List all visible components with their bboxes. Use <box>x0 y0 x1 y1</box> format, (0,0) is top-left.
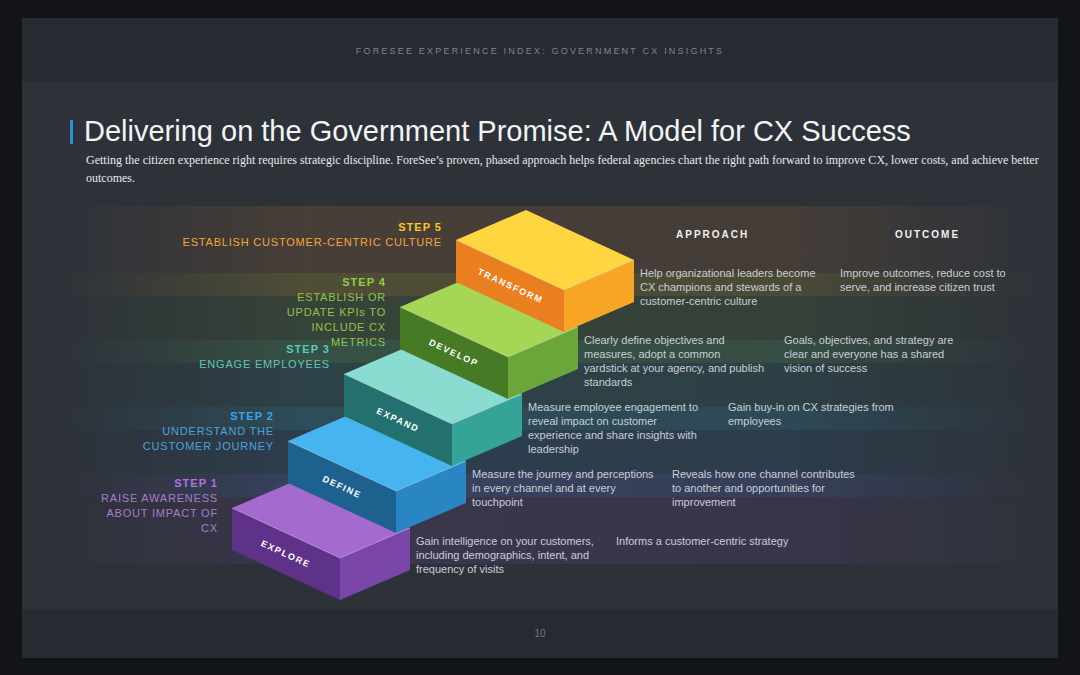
step-number: STEP 2 <box>142 409 274 424</box>
approach-group: Clearly define objectives and measures, … <box>584 333 766 389</box>
page-caption: Getting the citizen experience right req… <box>86 151 1041 187</box>
step-number: STEP 5 <box>172 220 442 235</box>
step-number: STEP 3 <box>160 342 330 357</box>
outcome-head-group: OUTCOME <box>895 229 960 240</box>
step-label-group: STEP 1RAISE AWARENESS ABOUT IMPACT OF CX <box>88 476 218 536</box>
outcome-group: Informs a customer-centric strategy <box>616 534 804 548</box>
step-label-group: STEP 4ESTABLISH OR UPDATE KPIs TO INCLUD… <box>258 275 386 350</box>
approach-text: Measure employee engagement to reveal im… <box>528 400 710 456</box>
outcome-group: Gain buy-in on CX strategies from employ… <box>728 400 916 428</box>
approach-text: Clearly define objectives and measures, … <box>584 333 766 389</box>
outcome-text: Goals, objectives, and strategy are clea… <box>784 333 972 375</box>
block-edge-highlight <box>456 240 634 290</box>
step-label-group: STEP 5ESTABLISH CUSTOMER-CENTRIC CULTURE <box>172 220 442 250</box>
approach-group: Measure employee engagement to reveal im… <box>528 400 710 456</box>
outcome-group: Goals, objectives, and strategy are clea… <box>784 333 972 375</box>
outcome-text: Informs a customer-centric strategy <box>616 534 804 548</box>
approach-group: Gain intelligence on your customers, inc… <box>416 534 598 576</box>
step-title: ENGAGE EMPLOYEES <box>160 357 330 372</box>
page-panel <box>22 18 1058 658</box>
step-label-group: STEP 2UNDERSTAND THE CUSTOMER JOURNEY <box>142 409 274 454</box>
outcome-text: Improve outcomes, reduce cost to serve, … <box>840 266 1028 294</box>
page-title: Delivering on the Government Promise: A … <box>84 113 1044 149</box>
approach-text: Measure the journey and perceptions in e… <box>472 467 654 509</box>
step-title: UNDERSTAND THE CUSTOMER JOURNEY <box>142 424 274 454</box>
column-header: APPROACH <box>676 229 749 240</box>
step-number: STEP 4 <box>258 275 386 290</box>
page-number: 10 <box>22 628 1058 639</box>
approach-text: Help organizational leaders become CX ch… <box>640 266 822 308</box>
content-panel <box>22 82 1058 610</box>
approach-group: Help organizational leaders become CX ch… <box>640 266 822 308</box>
outcome-group: Reveals how one channel contributes to a… <box>672 467 860 509</box>
step-label-group: STEP 3ENGAGE EMPLOYEES <box>160 342 330 372</box>
step-title: ESTABLISH OR UPDATE KPIs TO INCLUDE CX M… <box>258 290 386 350</box>
step-title: ESTABLISH CUSTOMER-CENTRIC CULTURE <box>172 235 442 250</box>
step-number: STEP 1 <box>88 476 218 491</box>
title-group: Delivering on the Government Promise: A … <box>84 113 1044 149</box>
outcome-text: Reveals how one channel contributes to a… <box>672 467 860 509</box>
step-title: RAISE AWARENESS ABOUT IMPACT OF CX <box>88 491 218 536</box>
approach-group: Measure the journey and perceptions in e… <box>472 467 654 509</box>
approach-text: Gain intelligence on your customers, inc… <box>416 534 598 576</box>
approach-head-group: APPROACH <box>676 229 749 240</box>
page-number-group: 10 <box>22 628 1058 639</box>
row-band <box>60 206 1040 296</box>
running-header: FORESEE EXPERIENCE INDEX: GOVERNMENT CX … <box>22 46 1058 56</box>
column-header: OUTCOME <box>895 229 960 240</box>
header-group: FORESEE EXPERIENCE INDEX: GOVERNMENT CX … <box>22 46 1058 56</box>
caption-group: Getting the citizen experience right req… <box>86 151 1041 187</box>
title-bar <box>70 120 73 144</box>
outcome-group: Improve outcomes, reduce cost to serve, … <box>840 266 1028 294</box>
outcome-text: Gain buy-in on CX strategies from employ… <box>728 400 916 428</box>
stair-block: TRANSFORM <box>456 210 634 332</box>
